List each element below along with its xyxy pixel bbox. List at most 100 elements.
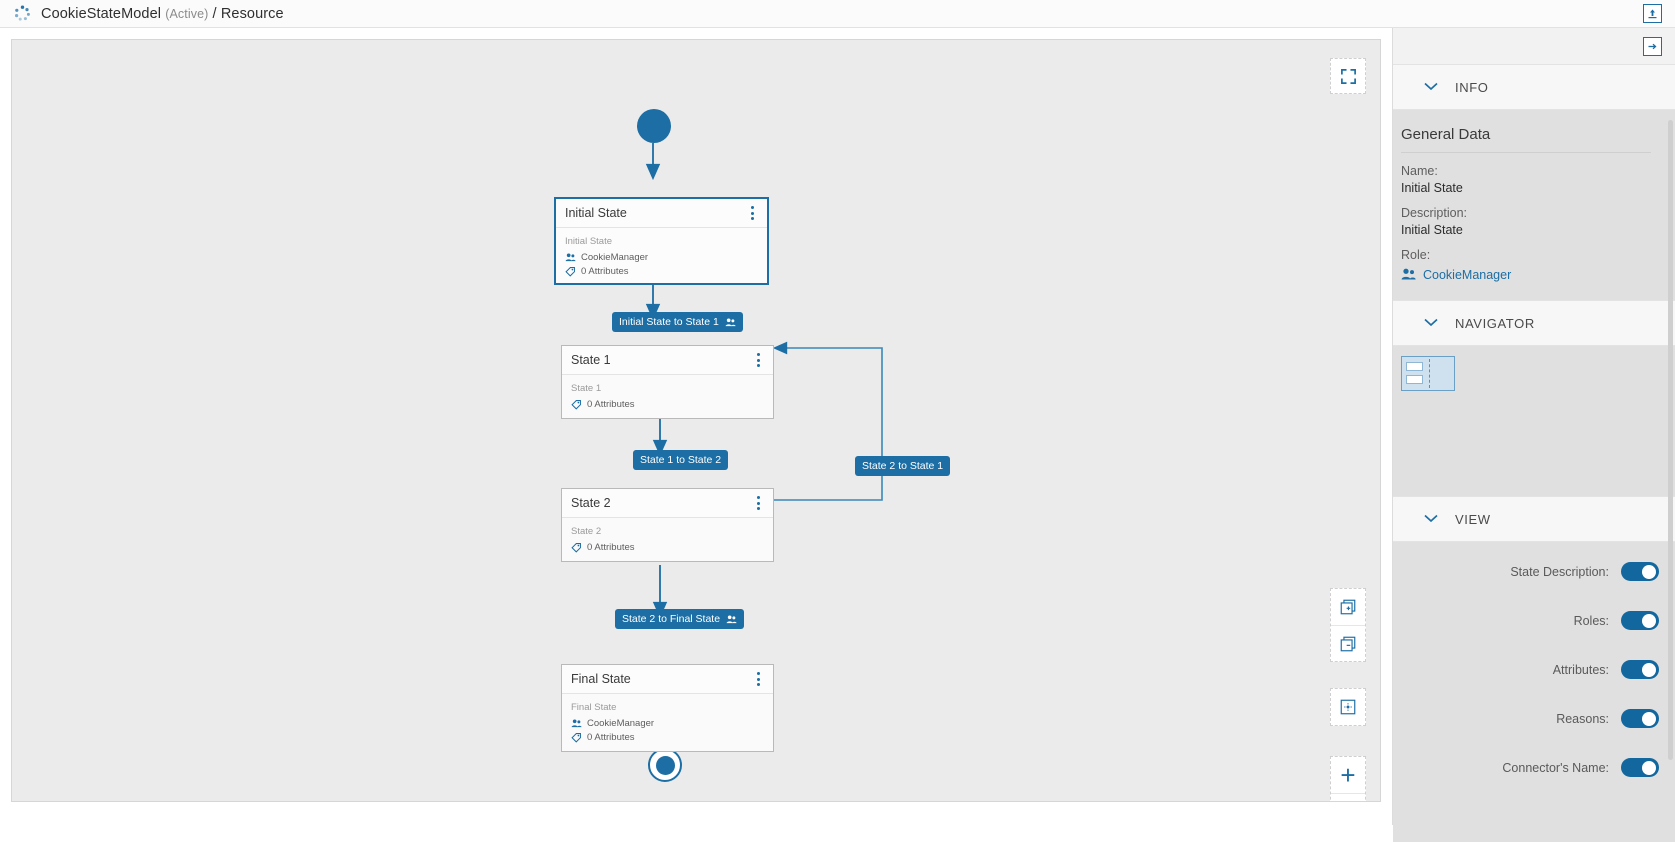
role-value-row[interactable]: CookieManager [1401,267,1651,282]
node-header: Initial State [556,199,767,228]
fit-to-screen-icon[interactable] [1331,689,1365,725]
node-attributes-label: 0 Attributes [587,542,635,553]
role-label: Role: [1401,248,1431,262]
node-body: State 1 0 Attributes [562,375,773,417]
fit-tool-group [1330,688,1366,726]
section-title-view: VIEW [1455,511,1491,527]
general-data-title: General Data [1401,126,1491,143]
divider [1401,152,1651,153]
diagram-canvas[interactable]: Initial State Initial State CookieManage… [11,39,1381,802]
collapse-all-icon[interactable] [1331,625,1365,661]
description-label: Description: [1401,206,1467,220]
toggle-row-reasons: Reasons: [1403,709,1659,728]
breadcrumb-status: (Active) [165,6,209,21]
node-description: State 2 [571,526,602,537]
panel-collapse-right-icon[interactable] [1643,36,1662,56]
toggle-row-connectors-name: Connector's Name: [1403,758,1659,777]
upload-box-icon[interactable] [1643,4,1662,23]
loading-spinner-icon [14,5,31,22]
node-attributes-label: 0 Attributes [587,399,635,410]
connector-label-text: Initial State to State 1 [619,316,719,328]
kebab-menu-icon[interactable] [751,671,765,687]
description-value: Initial State [1401,223,1463,237]
zoom-in-button[interactable]: + [1331,757,1365,793]
role-value: CookieManager [1423,267,1512,282]
node-title: Initial State [565,206,627,220]
zoom-in-label: + [1340,760,1356,790]
node-body: State 2 0 Attributes [562,518,773,560]
node-attributes-row: 0 Attributes [571,542,764,553]
node-role-row: CookieManager [565,252,758,263]
chevron-down-icon [1423,78,1439,96]
breadcrumb: CookieStateModel (Active) / Resource [0,5,284,22]
node-description: Final State [571,702,617,713]
breadcrumb-model-name[interactable]: CookieStateModel [41,5,162,22]
kebab-menu-icon[interactable] [751,352,765,368]
view-body: State Description: Roles: Attributes: Re… [1393,542,1675,842]
tag-icon [565,266,576,277]
node-attributes-row: 0 Attributes [565,266,758,277]
kebab-menu-icon[interactable] [745,205,759,221]
node-header: State 1 [562,346,773,375]
toggle-reasons[interactable] [1621,709,1659,728]
toggle-connectors-name[interactable] [1621,758,1659,777]
navigator-body[interactable] [1393,346,1675,496]
tag-icon [571,399,582,410]
name-label: Name: [1401,164,1438,178]
connector-label-state2-to-final[interactable]: State 2 to Final State [615,609,745,629]
node-header: Final State [562,665,773,694]
node-role-row: CookieManager [571,718,764,729]
toggle-label: Reasons: [1556,711,1609,726]
toggle-row-attributes: Attributes: [1403,660,1659,679]
role-people-icon [571,718,582,729]
chevron-down-icon [1423,314,1439,332]
kebab-menu-icon[interactable] [751,495,765,511]
zoom-tool-group: + − [1330,756,1366,802]
start-node[interactable] [637,109,671,143]
end-node[interactable] [648,748,682,782]
toggle-row-state-description: State Description: [1403,562,1659,581]
toggle-state-description[interactable] [1621,562,1659,581]
connector-label-state1-to-state2[interactable]: State 1 to State 2 [633,450,729,470]
connector-label-initial-to-state1[interactable]: Initial State to State 1 [612,312,743,332]
minimap-thumbnail[interactable] [1401,356,1455,391]
section-title-navigator: NAVIGATOR [1455,315,1535,331]
node-role-label: CookieManager [587,718,655,729]
expand-all-icon[interactable] [1331,589,1365,625]
toggle-label: Roles: [1573,613,1609,628]
toggle-roles[interactable] [1621,611,1659,630]
connector-label-state2-to-state1[interactable]: State 2 to State 1 [855,456,951,476]
section-header-navigator[interactable]: NAVIGATOR [1393,300,1675,346]
connector-label-text: State 1 to State 2 [640,454,722,466]
connector-label-text: State 2 to State 1 [862,460,944,472]
node-state-1[interactable]: State 1 State 1 0 Attributes [561,345,774,419]
zoom-out-label: − [1340,799,1355,802]
expand-collapse-tool-group [1330,588,1366,662]
node-initial-state[interactable]: Initial State Initial State CookieManage… [554,197,769,285]
breadcrumb-resource[interactable]: Resource [220,5,284,22]
node-attributes-row: 0 Attributes [571,732,764,743]
node-state-2[interactable]: State 2 State 2 0 Attributes [561,488,774,562]
name-value: Initial State [1401,181,1463,195]
fullscreen-expand-icon[interactable] [1330,58,1366,94]
tag-icon [571,732,582,743]
role-people-icon [725,317,736,328]
node-attributes-label: 0 Attributes [587,732,635,743]
node-attributes-label: 0 Attributes [581,266,629,277]
section-header-view[interactable]: VIEW [1393,496,1675,542]
role-people-icon [565,252,576,263]
section-title-info: INFO [1455,79,1489,95]
chevron-down-icon [1423,510,1439,528]
node-role-label: CookieManager [581,252,649,263]
section-header-info[interactable]: INFO [1393,64,1675,110]
right-panel-scrollbar[interactable] [1668,120,1673,760]
toggle-attributes[interactable] [1621,660,1659,679]
connector-label-text: State 2 to Final State [622,613,721,625]
toggle-label: Connector's Name: [1502,760,1609,775]
node-final-state[interactable]: Final State Final State CookieManager 0 … [561,664,774,752]
node-attributes-row: 0 Attributes [571,399,764,410]
role-people-icon [1401,267,1416,282]
zoom-out-button[interactable]: − [1331,793,1365,802]
node-title: State 2 [571,496,611,510]
toggle-row-roles: Roles: [1403,611,1659,630]
